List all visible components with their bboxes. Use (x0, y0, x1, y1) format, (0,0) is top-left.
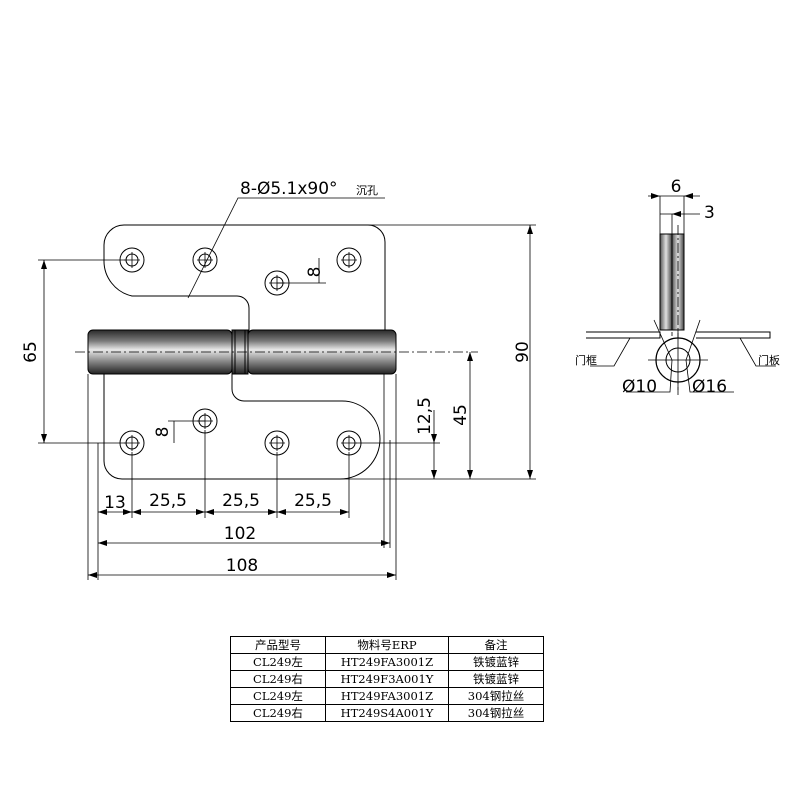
cell-erp: HT249S4A001Y (325, 704, 449, 722)
door-panel-plate (696, 331, 771, 339)
hole-7 (264, 430, 290, 456)
table-header-row: 产品型号 物料号ERP 备注 (230, 636, 544, 654)
dim-dia-10: Ø10 (622, 377, 657, 397)
cell-model: CL249右 (230, 670, 326, 688)
dim-dia-16: Ø16 (692, 377, 727, 397)
dim-thickness-6: 6 (671, 177, 682, 197)
dim-pitch-3: 25,5 (294, 491, 332, 511)
cell-model: CL249左 (230, 687, 326, 705)
table-row: CL249左 HT249FA3001Z 304钢拉丝 (230, 687, 544, 705)
dim-height-90: 90 (513, 341, 533, 363)
dim-offset-12-5: 12,5 (415, 397, 435, 435)
upper-leaf-outline (103, 224, 386, 332)
table-row: CL249左 HT249FA3001Z 铁镀蓝锌 (230, 653, 544, 671)
hole-callout-leader (187, 197, 385, 299)
table-row: CL249右 HT249S4A001Y 304钢拉丝 (230, 704, 544, 722)
cell-note: 铁镀蓝锌 (448, 670, 544, 688)
dim-edge-13: 13 (104, 493, 126, 513)
dim-pitch-1: 25,5 (149, 491, 187, 511)
dim-thickness-3: 3 (704, 203, 715, 223)
hinge-front-view: 8-Ø5.1x90° 沉孔 8 8 65 90 45 12,5 13 25,5 … (21, 179, 536, 580)
door-frame-plate (586, 331, 661, 339)
header-model: 产品型号 (230, 636, 326, 654)
dim-height-45: 45 (451, 404, 471, 426)
label-door-frame: 门框 (575, 353, 597, 367)
header-note: 备注 (448, 636, 544, 654)
cell-erp: HT249F3A001Y (325, 670, 449, 688)
spec-table: 产品型号 物料号ERP 备注 CL249左 HT249FA3001Z 铁镀蓝锌 … (230, 636, 544, 722)
cell-note: 304钢拉丝 (448, 687, 544, 705)
cell-model: CL249右 (230, 704, 326, 722)
lower-leaf-outline (103, 374, 381, 480)
dim-hole-offset-upper: 8 (305, 267, 325, 278)
label-door-panel: 门板 (758, 353, 780, 367)
cell-note: 铁镀蓝锌 (448, 653, 544, 671)
hole-2 (192, 247, 218, 273)
hinge-side-view: 6 3 门框 门板 Ø10 Ø16 (575, 177, 780, 397)
dim-height-65: 65 (21, 341, 41, 363)
cell-erp: HT249FA3001Z (325, 687, 449, 705)
header-erp: 物料号ERP (325, 636, 449, 654)
dim-pitch-2: 25,5 (222, 491, 260, 511)
cell-note: 304钢拉丝 (448, 704, 544, 722)
dim-width-108: 108 (226, 556, 258, 576)
hole-callout-suffix: 沉孔 (356, 184, 378, 197)
table-row: CL249右 HT249F3A001Y 铁镀蓝锌 (230, 670, 544, 688)
hole-4 (336, 247, 362, 273)
side-leaf-left (659, 233, 673, 331)
hole-callout-text: 8-Ø5.1x90° (240, 179, 338, 199)
cell-model: CL249左 (230, 653, 326, 671)
dim-width-102: 102 (224, 524, 256, 544)
dim-hole-offset-lower: 8 (153, 427, 173, 438)
cell-erp: HT249FA3001Z (325, 653, 449, 671)
